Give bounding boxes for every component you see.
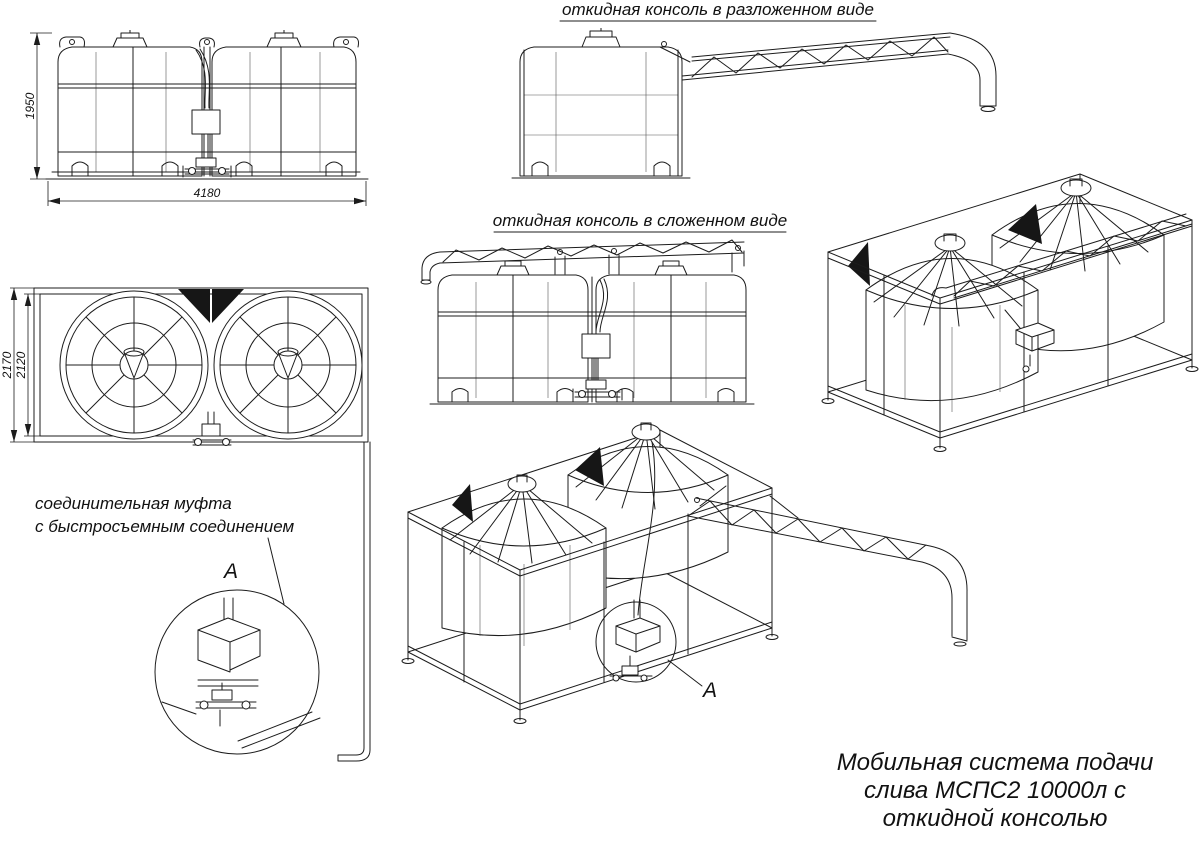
title-line-2: слива МСПС2 10000л с bbox=[864, 777, 1126, 804]
iso-view-folded bbox=[821, 173, 1199, 452]
dim-height: 1950 bbox=[23, 92, 37, 119]
hose bbox=[637, 441, 656, 616]
iso-view-unfolded: А bbox=[401, 422, 968, 724]
iso-coupling bbox=[1004, 309, 1055, 373]
iso2-truss-unfolded bbox=[687, 485, 968, 647]
detail-coupling bbox=[161, 597, 321, 749]
shade-wedge bbox=[178, 289, 210, 323]
tank-plan-2 bbox=[213, 290, 363, 440]
dim-width: 2170 bbox=[0, 351, 14, 379]
shade-wedge bbox=[452, 484, 473, 522]
front-tank-1 bbox=[57, 46, 203, 177]
iso-tank-front bbox=[865, 233, 1039, 412]
shade-wedge bbox=[212, 289, 244, 323]
iso2-tank-front bbox=[441, 474, 607, 646]
shade-wedge bbox=[848, 242, 870, 286]
detail-ring bbox=[595, 601, 677, 683]
label-coupling-2: с быстросъемным соединением bbox=[35, 517, 294, 536]
label-console-unfolded: откидная консоль в разложенном виде bbox=[562, 0, 874, 19]
side-view-unfolded: откидная консоль в разложенном виде bbox=[511, 0, 997, 179]
iso-truss-folded bbox=[931, 213, 1193, 299]
detail-circle bbox=[154, 589, 320, 755]
title-block: Мобильная система подачи слива МСПС2 100… bbox=[837, 749, 1154, 832]
console-truss-folded bbox=[420, 239, 745, 285]
top-view: 2170 2120 bbox=[0, 287, 371, 762]
title-line-1: Мобильная система подачи bbox=[837, 749, 1154, 776]
shade-wedge bbox=[1008, 204, 1042, 244]
dim-length: 4180 bbox=[194, 186, 221, 200]
detail-ref-label: А bbox=[701, 679, 717, 702]
iso2-coupling bbox=[609, 599, 661, 682]
detail-leader bbox=[667, 659, 703, 687]
front-view: 1950 4180 bbox=[23, 30, 369, 206]
detail-a-view: соединительная муфта с быстросъемным сое… bbox=[35, 494, 321, 755]
tank-plan-1 bbox=[59, 290, 209, 440]
console-truss-unfolded bbox=[659, 32, 997, 112]
label-console-folded: откидная консоль в сложенном виде bbox=[493, 211, 787, 230]
side-view-folded: откидная консоль в сложенном виде bbox=[420, 211, 787, 405]
leader-line bbox=[267, 537, 285, 605]
label-coupling-1: соединительная муфта bbox=[35, 494, 232, 513]
front-tank-2 bbox=[211, 46, 357, 177]
dim-inner-width: 2120 bbox=[14, 351, 28, 379]
shade-wedge bbox=[575, 447, 604, 486]
detail-view-label: А bbox=[222, 560, 238, 583]
console-plan-outline bbox=[337, 441, 371, 762]
side-tank bbox=[519, 46, 683, 177]
title-line-3: откидной консолью bbox=[883, 805, 1108, 832]
